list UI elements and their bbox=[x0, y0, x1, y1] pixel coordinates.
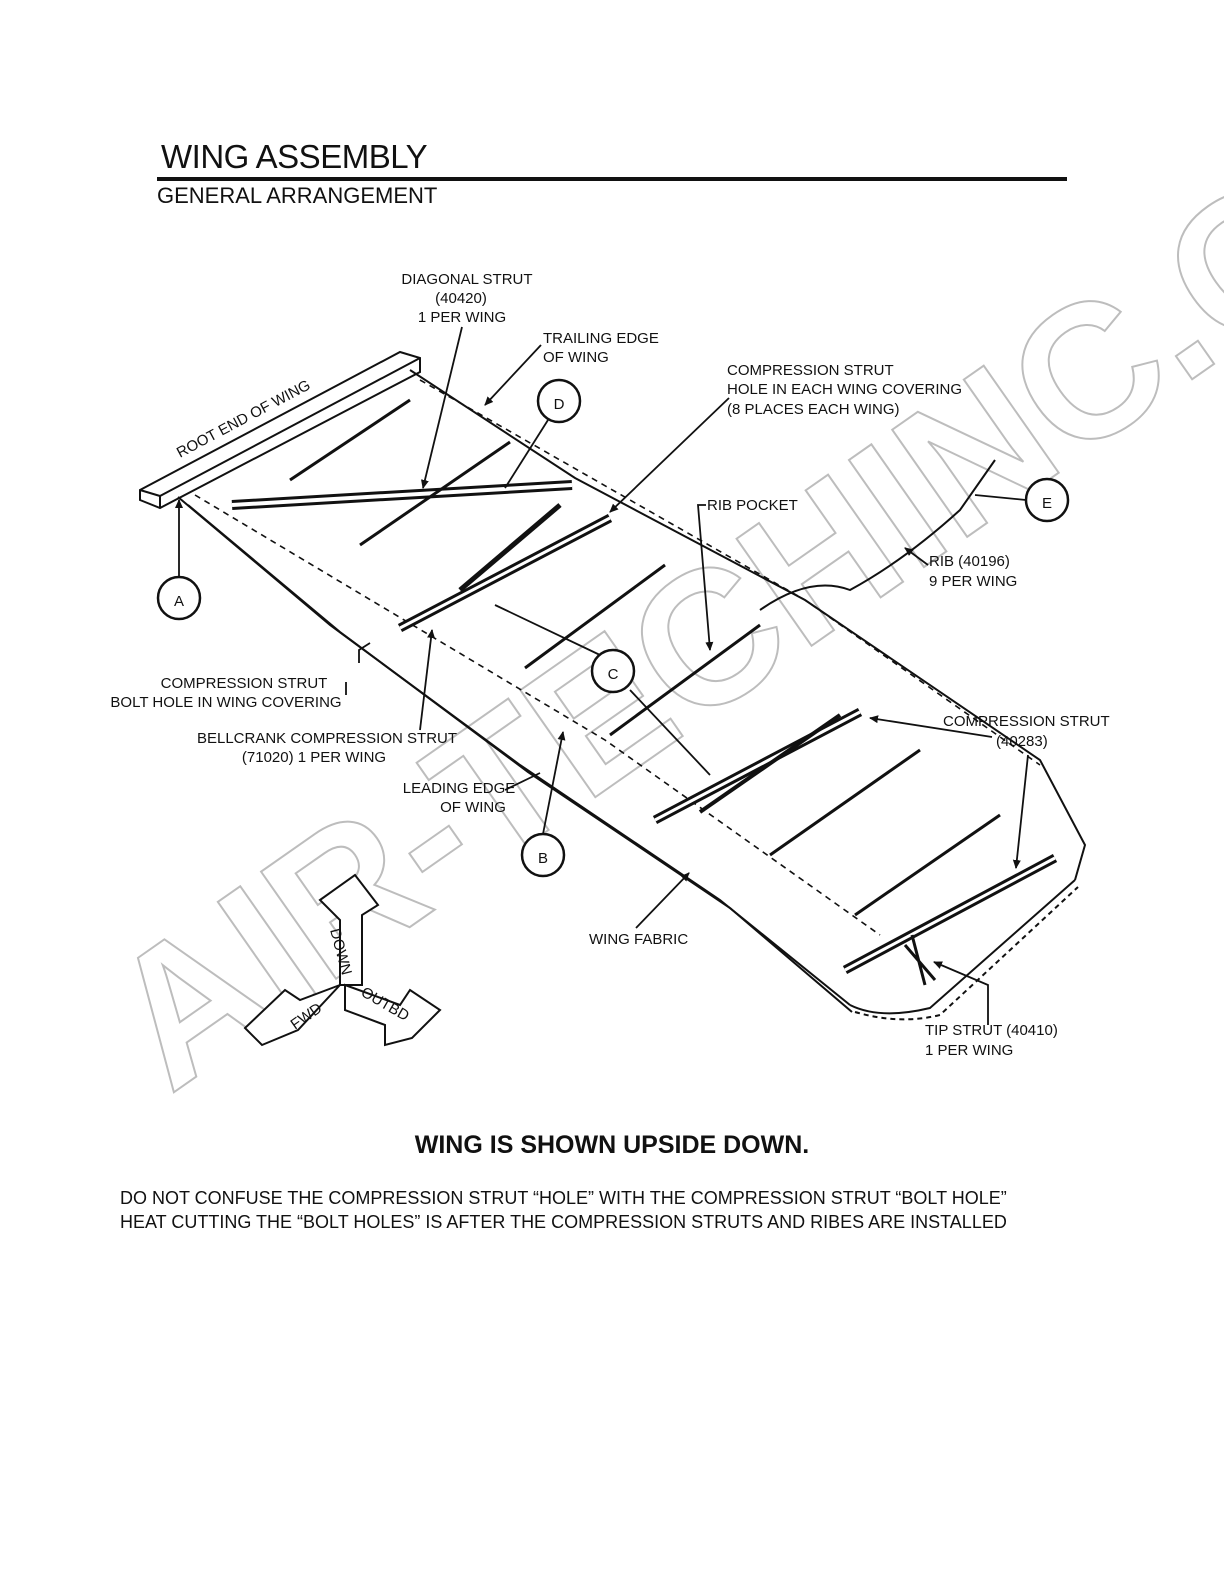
title-rule bbox=[157, 177, 1067, 181]
callout-D: D bbox=[536, 378, 582, 424]
callout-E: E bbox=[1024, 477, 1070, 523]
rib-5 bbox=[769, 748, 921, 857]
label-trailing-edge-1: TRAILING EDGE bbox=[543, 330, 659, 347]
fwd-arrow bbox=[243, 984, 341, 1047]
label-compression-strut-1: COMPRESSION STRUT bbox=[943, 713, 1110, 730]
watermark-text: AIR-TECHINC.COM bbox=[72, 0, 1224, 1129]
watermark-logo: AIR-TECHINC.COM bbox=[71, 0, 1224, 1130]
note-line-2: HEAT CUTTING THE “BOLT HOLES” IS AFTER T… bbox=[120, 1212, 1007, 1232]
label-diagonal-strut-1: DIAGONAL STRUT bbox=[401, 271, 532, 288]
struts bbox=[231, 398, 1058, 986]
label-rib-pocket: RIB POCKET bbox=[707, 497, 798, 514]
rib-6 bbox=[854, 813, 1001, 917]
callout-B: B bbox=[520, 832, 566, 878]
label-bolt-hole-1: COMPRESSION STRUT bbox=[161, 675, 328, 692]
wing-tip bbox=[849, 879, 1076, 1015]
outbd-arrow bbox=[344, 983, 442, 1047]
wing-structure bbox=[139, 350, 1087, 1021]
rib-1 bbox=[289, 398, 411, 482]
label-comp-hole-1: COMPRESSION STRUT bbox=[727, 362, 894, 379]
label-rib-2: 9 PER WING bbox=[929, 573, 1017, 590]
tip-strut bbox=[903, 934, 937, 986]
callout-A: A bbox=[156, 575, 202, 621]
callout-E-text: E bbox=[1042, 495, 1052, 512]
rib-2 bbox=[359, 440, 511, 547]
rib-4 bbox=[609, 623, 761, 737]
label-bellcrank-1: BELLCRANK COMPRESSION STRUT bbox=[197, 730, 457, 747]
label-bellcrank-2: (71020) 1 PER WING bbox=[242, 749, 386, 766]
note-line-1: DO NOT CONFUSE THE COMPRESSION STRUT “HO… bbox=[120, 1188, 1007, 1208]
label-bolt-hole-2: BOLT HOLE IN WING COVERING bbox=[110, 694, 341, 711]
label-trailing-edge-2: OF WING bbox=[543, 349, 609, 366]
label-wing-fabric: WING FABRIC bbox=[589, 931, 688, 948]
leading-edge-lip bbox=[187, 504, 853, 1013]
label-tip-strut-1: TIP STRUT (40410) bbox=[925, 1022, 1058, 1039]
callout-C-text: C bbox=[608, 666, 619, 683]
rib-3 bbox=[524, 563, 666, 670]
note-upside-down: WING IS SHOWN UPSIDE DOWN. bbox=[414, 1131, 810, 1159]
label-leading-edge-2: OF WING bbox=[440, 799, 506, 816]
rib-curve bbox=[759, 459, 996, 611]
label-rib-1: RIB (40196) bbox=[929, 553, 1010, 570]
callout-D-text: D bbox=[554, 396, 565, 413]
label-leading-edge-1: LEADING EDGE bbox=[403, 780, 516, 797]
compression-strut-1-brace bbox=[698, 713, 842, 814]
page-subtitle: GENERAL ARRANGEMENT bbox=[157, 183, 438, 208]
leader-lines bbox=[175, 326, 1029, 1025]
label-tip-strut-2: 1 PER WING bbox=[925, 1042, 1013, 1059]
label-comp-hole-3: (8 PLACES EACH WING) bbox=[727, 401, 900, 418]
callout-B-text: B bbox=[538, 850, 548, 867]
label-diagonal-strut-3: 1 PER WING bbox=[418, 309, 506, 326]
callout-C: C bbox=[590, 648, 636, 694]
down-arrow bbox=[318, 873, 380, 986]
label-diagonal-strut-2: (40420) bbox=[435, 290, 487, 307]
label-comp-hole-2: HOLE IN EACH WING COVERING bbox=[727, 381, 962, 398]
bellcrank-arm bbox=[458, 503, 562, 592]
trailing-edge-line bbox=[409, 369, 1087, 881]
label-compression-strut-2: (40283) bbox=[996, 733, 1048, 750]
callout-A-text: A bbox=[174, 593, 184, 610]
orientation-arrows: DOWN FWD OUTBD bbox=[243, 873, 442, 1047]
page-title: WING ASSEMBLY bbox=[161, 138, 428, 175]
